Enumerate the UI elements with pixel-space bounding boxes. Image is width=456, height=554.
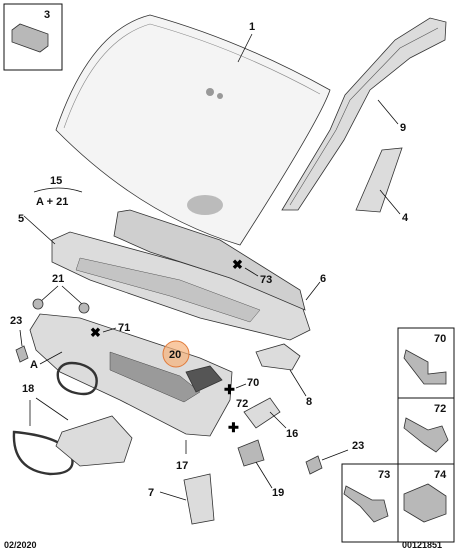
- windshield-sensor: [206, 88, 214, 96]
- leader-21b: [61, 285, 83, 305]
- callout-15: 15: [50, 175, 62, 187]
- fastener-71-marker-icon: ✖: [90, 325, 101, 340]
- footer-date: 02/2020: [4, 540, 37, 550]
- callout-1: 1: [249, 21, 255, 33]
- fastener-72-marker-icon: ✚: [228, 420, 239, 435]
- fastener-73-marker-icon: ✖: [232, 257, 243, 272]
- fastener-label-74: 74: [434, 469, 447, 481]
- clip-21-right: [78, 302, 90, 314]
- callout-7: 7: [148, 487, 154, 499]
- callout-23-right: 23: [352, 440, 364, 452]
- highlight-20: [162, 340, 190, 368]
- bracket-7: [183, 473, 215, 525]
- cowl-grille: [75, 257, 261, 323]
- leader-5: [23, 215, 56, 245]
- callout-9: 9: [400, 122, 406, 134]
- callout-16: 16: [286, 428, 298, 440]
- bolt-73-icon: [343, 485, 389, 523]
- wiper-motor-cover: [55, 415, 133, 467]
- callout-5: 5: [18, 213, 24, 225]
- fastener-label-70: 70: [434, 333, 446, 345]
- leader-4: [379, 189, 401, 215]
- callout-71: 71: [118, 322, 130, 334]
- windshield-sensor-2: [217, 93, 223, 99]
- windshield: [55, 14, 331, 246]
- callout-72: 72: [236, 398, 248, 410]
- callout-20: 20: [169, 349, 181, 361]
- upper-seal: [113, 209, 306, 311]
- part-3-block: [11, 23, 49, 53]
- windshield-inner-edge: [63, 23, 321, 129]
- part-20-bracket: [185, 365, 223, 393]
- fastener-label-72: 72: [434, 403, 446, 415]
- callout-A: A: [30, 359, 38, 371]
- callout-17: 17: [176, 460, 188, 472]
- leader-19: [255, 461, 273, 489]
- callout-21: 21: [52, 273, 64, 285]
- trim-piece-4: [355, 147, 403, 213]
- fastener-70-marker-icon: ✚: [224, 382, 235, 397]
- fastener-label-73: 73: [378, 469, 390, 481]
- callout-18: 18: [22, 383, 34, 395]
- a-pillar-detail: [289, 27, 439, 206]
- seal-18: [12, 430, 74, 476]
- callout-73: 73: [260, 274, 272, 286]
- callout-3: 3: [44, 9, 50, 21]
- leader-23-left: [19, 329, 23, 347]
- bracket-16: [243, 397, 281, 429]
- seal-loop-top: [56, 361, 98, 396]
- leader-7: [159, 491, 187, 501]
- leader-23-right: [321, 449, 349, 461]
- leader-A: [39, 351, 63, 365]
- bracket-19: [237, 439, 265, 467]
- leader-1: [237, 33, 253, 63]
- bracket-8: [255, 343, 301, 371]
- windshield-mark: [187, 195, 223, 215]
- leader-21a: [39, 285, 59, 303]
- callout-6: 6: [320, 273, 326, 285]
- leader-18b: [35, 397, 69, 421]
- leader-8: [289, 369, 307, 397]
- bolt-72-icon: [403, 417, 449, 453]
- callout-19: 19: [272, 487, 284, 499]
- bolt-70-icon: [403, 349, 447, 385]
- leader-9: [377, 99, 399, 125]
- clip-74-icon: [403, 483, 447, 523]
- callout-8: 8: [306, 396, 312, 408]
- fastener-23-right: [305, 455, 323, 475]
- callout-4: 4: [402, 212, 409, 224]
- fastener-23-left: [15, 345, 29, 363]
- scuttle-mesh: [109, 351, 201, 403]
- callout-15-subtitle: A + 21: [36, 196, 68, 208]
- leader-71: [102, 327, 117, 333]
- bracket-15: [33, 187, 83, 193]
- clip-21-left: [32, 298, 44, 310]
- leader-16: [269, 411, 287, 429]
- footer-ref: 00121851: [402, 540, 442, 550]
- leader-6: [305, 281, 321, 301]
- callout-70: 70: [247, 377, 259, 389]
- a-pillar-trim: [281, 17, 447, 211]
- callout-23-left: 23: [10, 315, 22, 327]
- leader-70: [235, 383, 247, 389]
- leader-73: [244, 267, 259, 277]
